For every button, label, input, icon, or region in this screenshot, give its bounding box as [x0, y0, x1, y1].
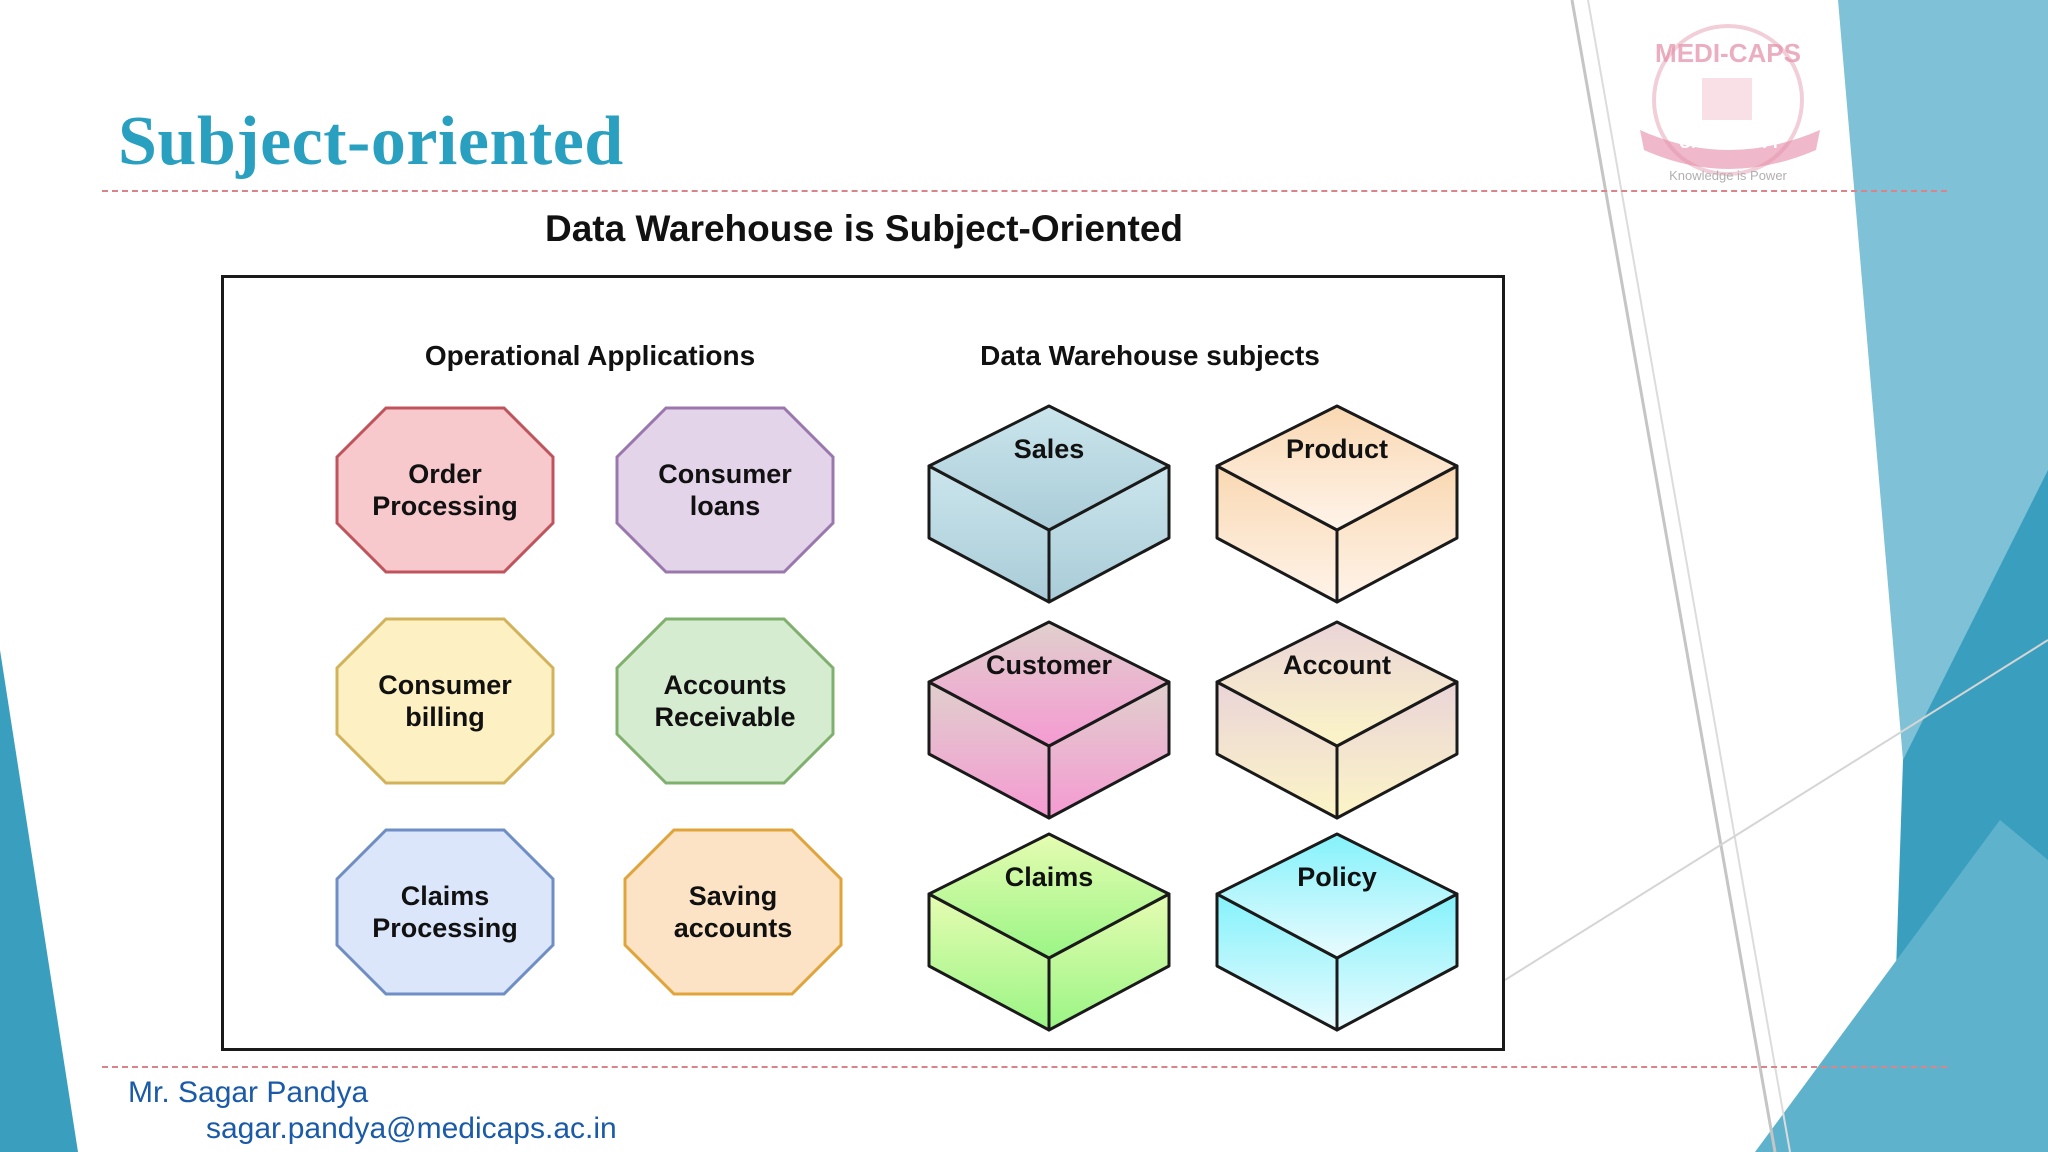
warehouse-subject-product: Product: [1214, 404, 1460, 606]
cube-top-face: [927, 620, 1171, 748]
warehouse-subject-sales: Sales: [926, 404, 1172, 606]
decor-line-2: [1587, 0, 1791, 1152]
slide-title: Subject-oriented: [118, 103, 624, 180]
footer-author: Mr. Sagar Pandya: [128, 1076, 369, 1109]
warehouse-subject-claims: Claims: [926, 832, 1172, 1034]
decor-line-3: [1504, 639, 2048, 981]
footer-email: sagar.pandya@medicaps.ac.in: [206, 1112, 617, 1145]
footer-divider: [102, 1066, 1947, 1068]
right-decor-triangle: [1755, 820, 2048, 1152]
university-logo: MEDI-CAPS UNIVERSITY Knowledge is Power: [1620, 20, 1840, 195]
cube-top-face: [1215, 404, 1459, 532]
logo-graphic: MEDI-CAPS UNIVERSITY Knowledge is Power: [1640, 24, 1820, 183]
left-decor-triangle: [0, 650, 78, 1152]
warehouse-subjects-heading: Data Warehouse subjects: [980, 340, 1320, 371]
logo-badge: UNIVERSITY: [1679, 133, 1782, 152]
warehouse-subject-customer: Customer: [926, 620, 1172, 822]
warehouse-subject-policy: Policy: [1214, 832, 1460, 1034]
cube-top-face: [927, 404, 1171, 532]
decor-line-1: [1570, 0, 1777, 1152]
cube-top-face: [1215, 620, 1459, 748]
logo-tagline: Knowledge is Power: [1669, 168, 1787, 183]
title-divider: [102, 190, 1947, 192]
logo-name: MEDI-CAPS: [1655, 38, 1801, 68]
operational-applications-heading: Operational Applications: [424, 340, 756, 371]
diagram-title: Data Warehouse is Subject-Oriented: [544, 208, 1184, 249]
warehouse-subject-account: Account: [1214, 620, 1460, 822]
cube-top-face: [927, 832, 1171, 960]
cube-top-face: [1215, 832, 1459, 960]
